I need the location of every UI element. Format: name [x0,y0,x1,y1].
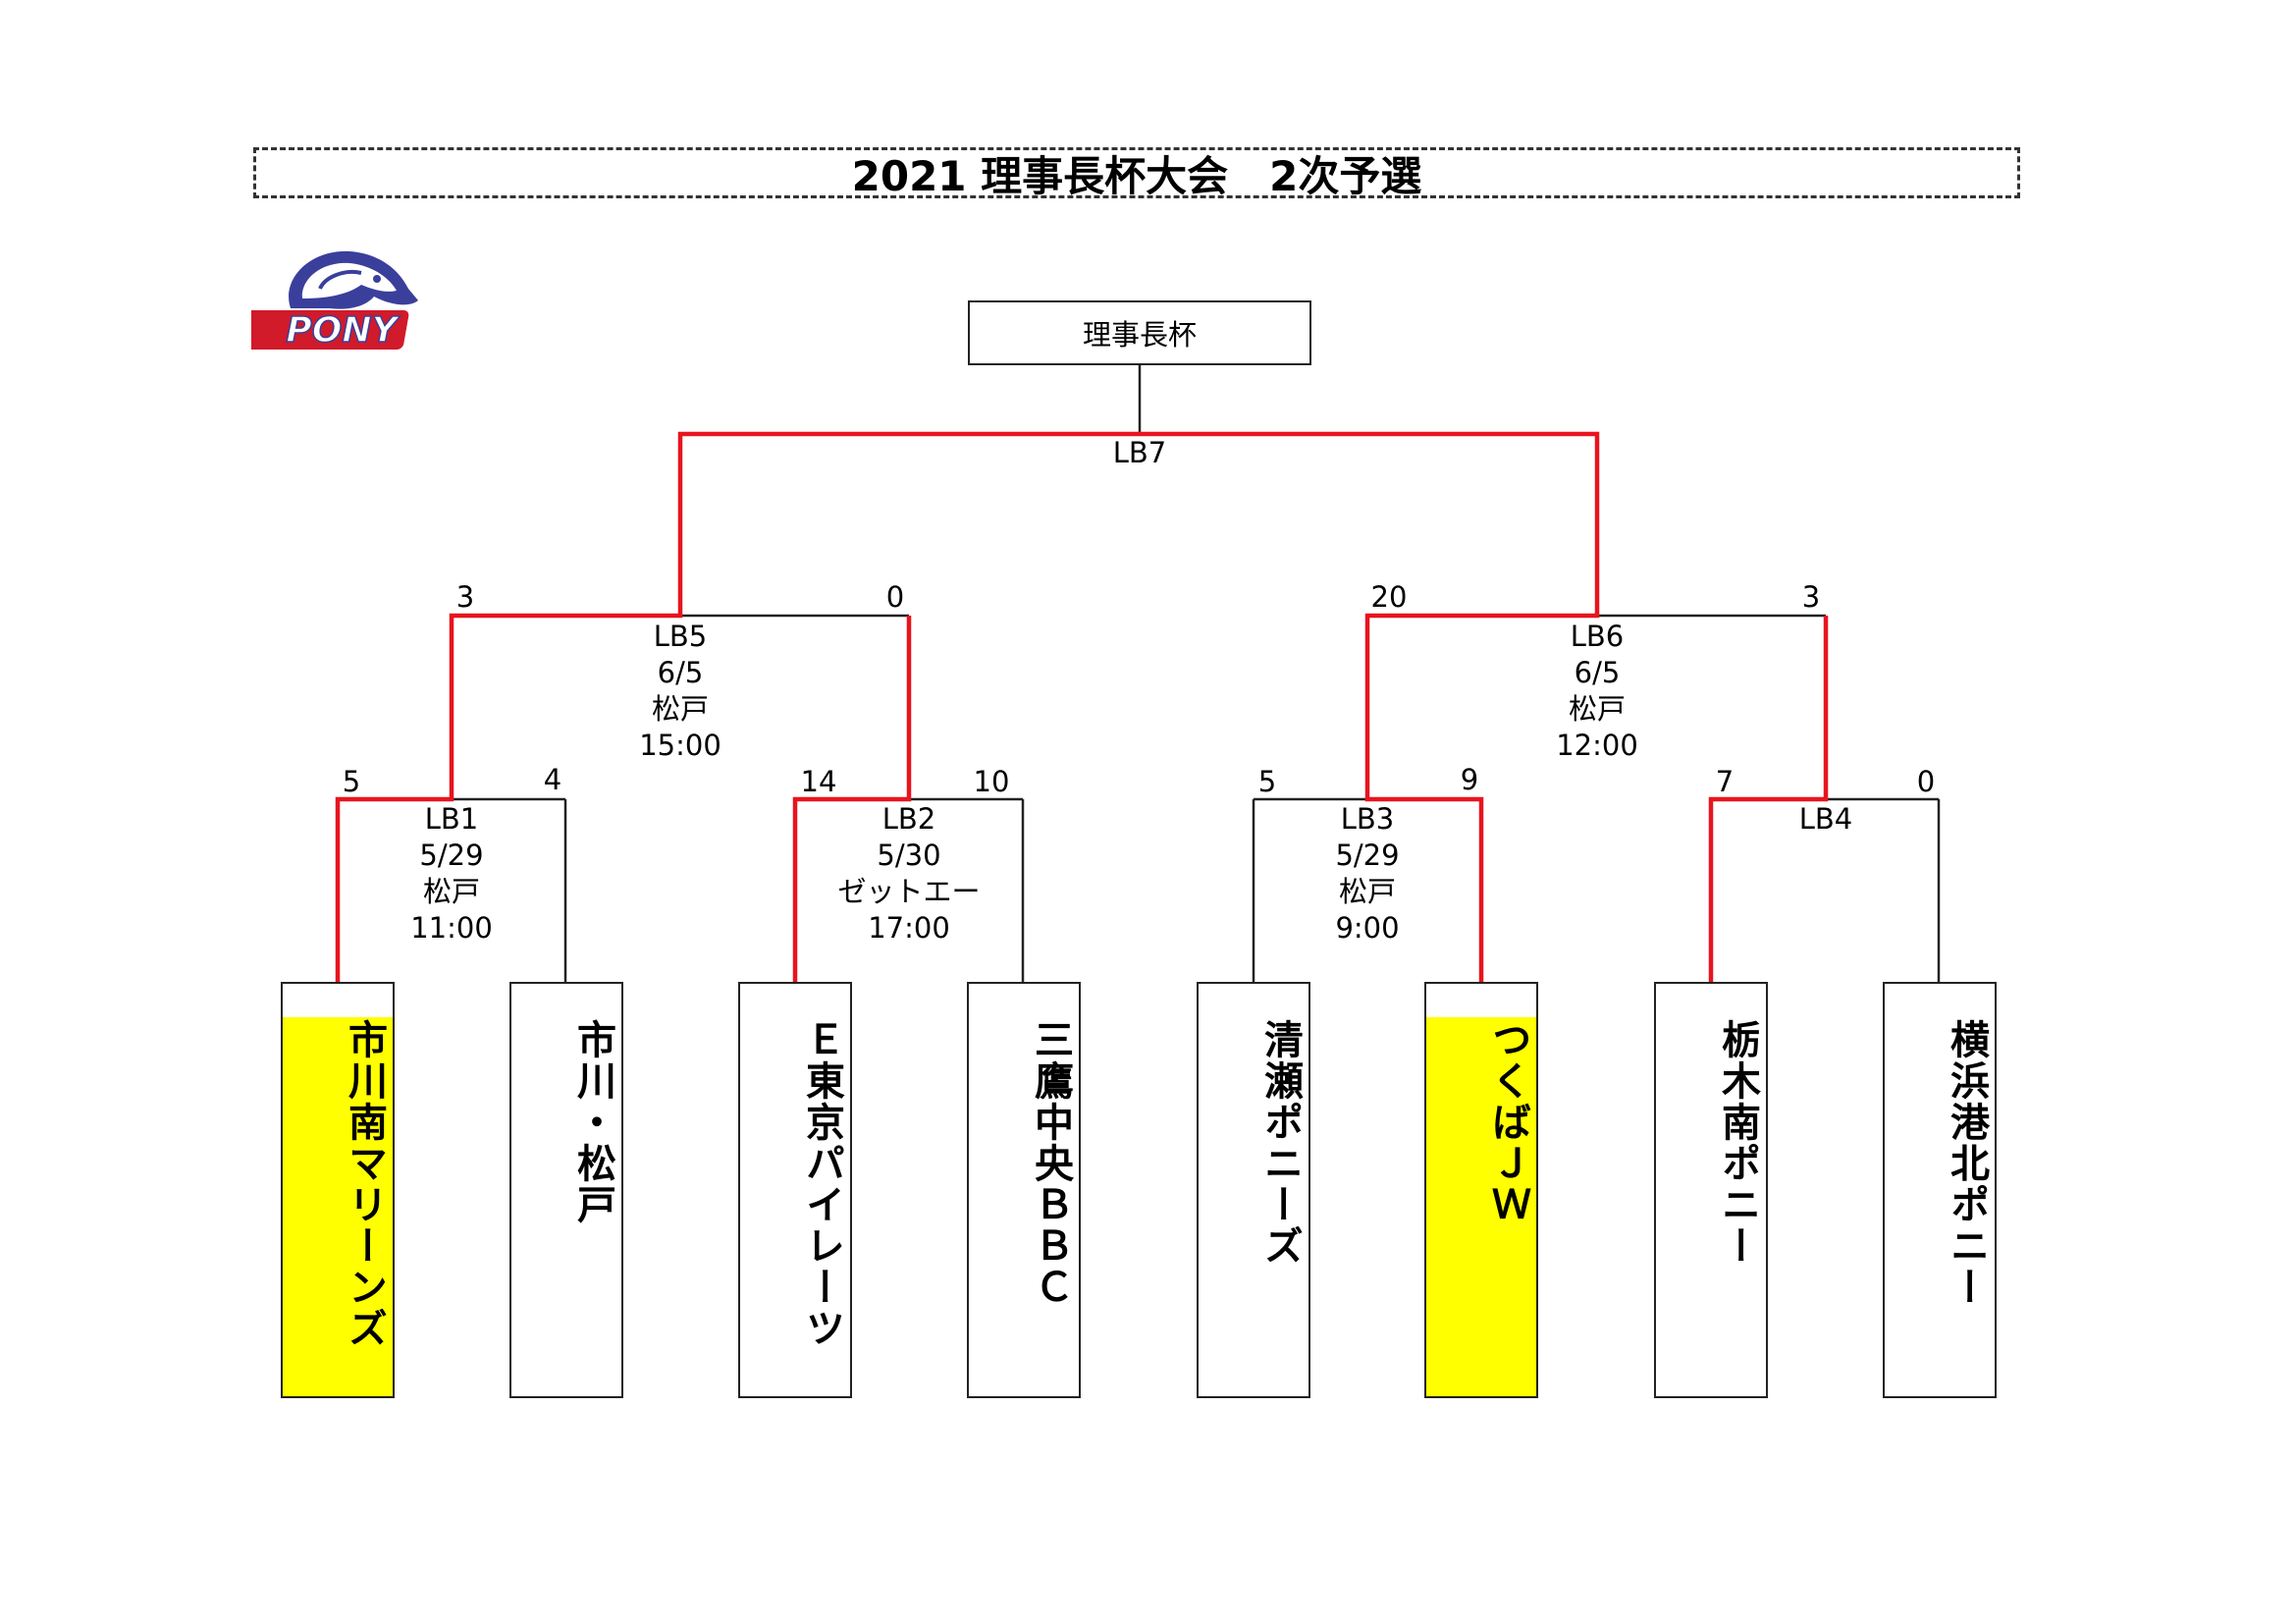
semi1-info: LB5 6/5 松戸 15:00 [639,619,721,764]
r1-3-score-left: 5 [1257,765,1277,798]
team-name-1: 市川南マリーンズ [342,1019,387,1349]
r1-3-time: 9:00 [1335,911,1400,945]
r1-2-score-right: 10 [973,765,1010,798]
win-path-team1 [335,431,1140,982]
pony-logo: PONY [251,250,418,352]
r1-2-info: LB2 5/30 ゼットエー 17:00 [837,801,980,947]
team-box-1: 市川南マリーンズ [281,982,395,1398]
team-name-2: 市川・松戸 [570,1019,615,1225]
team-name-7: 栃木南ポニー [1715,1019,1760,1267]
r1-1-venue: 松戸 [422,875,481,908]
title-box: 2021 理事長杯大会 2次予選 [253,147,2020,200]
semi1-label: LB5 [653,620,708,653]
team-box-4: 三鷹中央ＢＢＣ [967,982,1081,1398]
page-title: 2021 理事長杯大会 2次予選 [851,151,1422,200]
r1-3-date: 5/29 [1335,839,1400,872]
semi1-time: 15:00 [639,729,721,762]
semi2-time: 12:00 [1556,729,1638,762]
final-label: LB7 [1112,436,1167,469]
team-box-6: つくばＪＷ [1424,982,1538,1398]
team-box-2: 市川・松戸 [509,982,623,1398]
r1-2-time: 17:00 [868,911,950,945]
r1-2-venue: ゼットエー [837,875,981,908]
semi2-date: 6/5 [1574,656,1621,689]
win-path-team6 [1140,431,1600,982]
team-name-8: 横浜港北ポニー [1944,1019,1989,1308]
r1-2-label: LB2 [881,802,936,836]
team-name-5: 清瀬ポニーズ [1257,1019,1303,1267]
semi2-venue: 松戸 [1568,692,1627,726]
team-box-8: 横浜港北ポニー [1883,982,1997,1398]
semi1-date: 6/5 [657,656,704,689]
semi2-score-left: 20 [1370,580,1408,614]
r1-3-score-right: 9 [1460,763,1479,796]
semi2-label: LB6 [1570,620,1625,653]
r1-2-date: 5/30 [877,839,941,872]
win-path-team3 [792,616,912,982]
champion-label: 理事長杯 [1082,318,1197,352]
r1-4-label: LB4 [1798,802,1853,836]
r1-1-label: LB1 [424,802,479,836]
semi1-venue: 松戸 [651,692,710,726]
r1-1-time: 11:00 [410,911,493,945]
team-box-5: 清瀬ポニーズ [1197,982,1310,1398]
win-path-team7 [1708,616,1829,982]
r1-3-label: LB3 [1340,802,1395,836]
semi2-info: LB6 6/5 松戸 12:00 [1556,619,1638,764]
team-box-7: 栃木南ポニー [1654,982,1768,1398]
team-name-4: 三鷹中央ＢＢＣ [1028,1019,1073,1308]
champion-box: 理事長杯 [968,300,1311,365]
logo-text: PONY [286,310,400,351]
semi1-score-right: 0 [885,580,905,614]
r1-1-info: LB1 5/29 松戸 11:00 [410,801,493,947]
r1-4-info: LB4 [1799,801,1853,838]
r1-1-score-left: 5 [342,765,361,798]
r1-3-venue: 松戸 [1338,875,1396,908]
semi1-score-left: 3 [455,580,475,614]
r1-1-date: 5/29 [419,839,484,872]
r1-2-score-left: 14 [800,765,837,798]
semi2-score-right: 3 [1801,580,1821,614]
r1-3-info: LB3 5/29 松戸 9:00 [1335,801,1399,947]
r1-1-score-right: 4 [543,763,562,796]
team-name-6: つくばＪＷ [1485,1019,1530,1225]
team-name-3: Ｅ東京パイレーツ [799,1019,844,1349]
r1-4-score-left: 7 [1715,765,1735,798]
r1-4-score-right: 0 [1916,765,1936,798]
team-box-3: Ｅ東京パイレーツ [738,982,852,1398]
